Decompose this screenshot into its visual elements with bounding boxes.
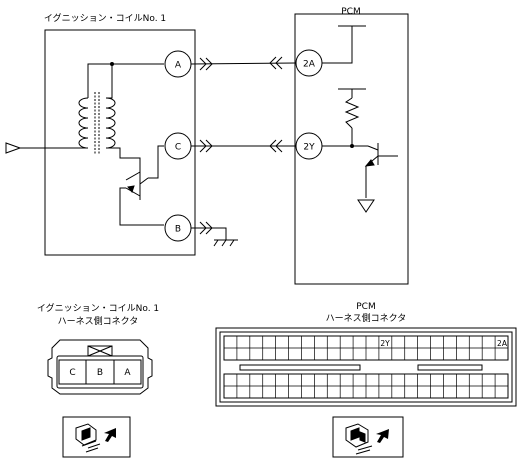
svg-text:C: C — [175, 143, 181, 153]
svg-text:B: B — [175, 225, 181, 235]
pcm-connector-subtitle: ハーネス側コネクタ — [326, 312, 407, 324]
pcm-title: PCM — [341, 7, 360, 17]
coil-terminal-a: A — [164, 50, 192, 78]
transistor-symbol — [364, 143, 398, 198]
pcm-box — [294, 13, 409, 285]
svg-text:2Y: 2Y — [303, 143, 315, 153]
coil-terminal-c: C — [164, 132, 192, 160]
harness-wire-c-2y — [191, 139, 296, 153]
pcm-connector-title: PCM — [356, 302, 375, 312]
ground-symbol — [357, 199, 375, 213]
junction-dot — [350, 144, 354, 148]
svg-text:A: A — [175, 61, 182, 71]
ignition-coil-box — [44, 29, 196, 256]
transformer-coil — [78, 92, 116, 154]
pcm-connector-grid — [224, 336, 508, 398]
harness-wire-b-ground — [191, 221, 238, 247]
resistor-symbol — [344, 97, 360, 129]
coil-internal-wiring — [20, 63, 164, 179]
pcm-terminal-2a: 2A — [295, 49, 323, 77]
coil-connector-pin-a: A — [124, 368, 131, 378]
coil-harness-connector — [47, 339, 153, 395]
coil-connector-pin-b: B — [97, 368, 103, 378]
coil-connector-pin-c: C — [69, 368, 75, 378]
pcm-internal-wiring — [322, 25, 368, 147]
transistor-symbol — [119, 168, 164, 226]
coil-connector-title: イグニッション・コイルNo. 1 — [37, 302, 159, 314]
output-arrow-icon — [5, 142, 22, 154]
connector-plug-view-icon — [332, 416, 404, 458]
connector-plug-view-icon — [62, 416, 131, 458]
pcm-connector-pin-2a: 2A — [497, 339, 508, 348]
coil-terminal-b: B — [164, 214, 192, 242]
harness-wire-a-2a — [190, 56, 297, 71]
svg-text:2A: 2A — [303, 60, 316, 70]
pcm-connector-pin-2y: 2Y — [380, 339, 390, 348]
ignition-coil-title: イグニッション・コイルNo. 1 — [44, 12, 166, 24]
pcm-terminal-2y: 2Y — [295, 132, 323, 160]
coil-connector-subtitle: ハーネス側コネクタ — [58, 315, 139, 327]
